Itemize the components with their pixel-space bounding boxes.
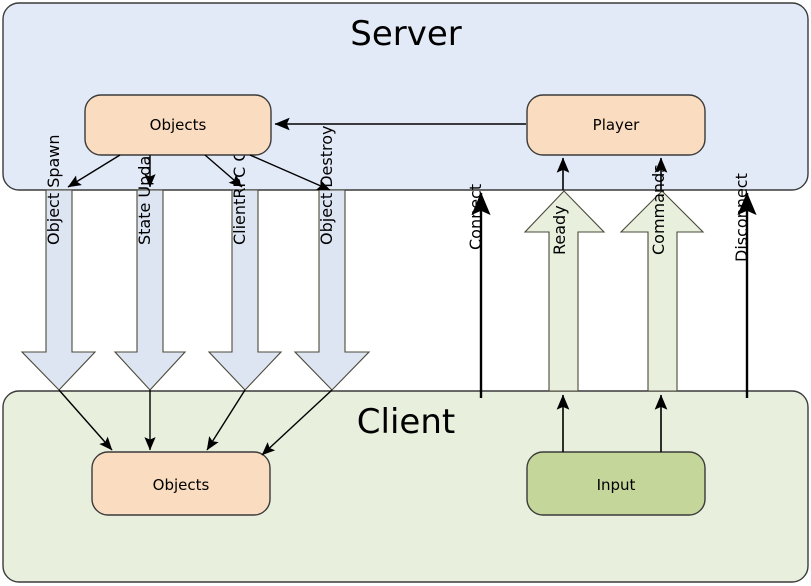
state-updates-label: State Updates [135,131,154,245]
client-title: Client [357,402,455,442]
object-spawn-label: Object Spawn [44,134,63,245]
flow-object-spawn[interactable]: Object Spawn [20,134,97,391]
clientrpc-calls-arrow-shape [207,189,283,391]
node-server-objects[interactable]: Objects [84,94,272,156]
flow-connect[interactable]: Connect [466,184,491,398]
node-client-objects[interactable]: Objects [91,451,271,516]
ready-label: Ready [550,205,569,255]
commands-label: Commands [649,164,668,255]
server-player-label: Player [593,116,641,134]
client-input-fanout [556,394,668,452]
client-objects-label: Objects [153,476,210,494]
flow-state-updates[interactable]: State Updates [113,131,187,391]
client-zone: Client [2,390,809,583]
node-client-input[interactable]: Input [526,451,706,516]
state-updates-arrow-shape [113,189,187,391]
client-input-box [526,451,706,516]
flow-disconnect[interactable]: Disconnect [732,173,757,398]
server-player-fanin [556,157,668,190]
server-title: Server [350,14,462,54]
client-input-label: Input [597,476,636,494]
server-player-box [526,94,706,156]
client-objects-box [91,451,271,516]
object-spawn-arrow-shape [20,189,97,391]
flow-ready[interactable]: Ready [523,190,606,392]
node-server-player[interactable]: Player [526,94,706,156]
disconnect-label: Disconnect [732,173,751,262]
object-destroy-arrow-shape [293,189,371,391]
server-objects-fanout [67,154,331,191]
client-objects-fanin [58,389,333,456]
flow-commands[interactable]: Commands [619,164,705,392]
connect-label: Connect [466,184,485,250]
client-zone-box [2,390,809,583]
server-objects-box [84,94,272,156]
commands-arrow-shape [619,190,705,392]
ready-arrow-shape [523,190,606,392]
server-objects-label: Objects [150,116,207,134]
